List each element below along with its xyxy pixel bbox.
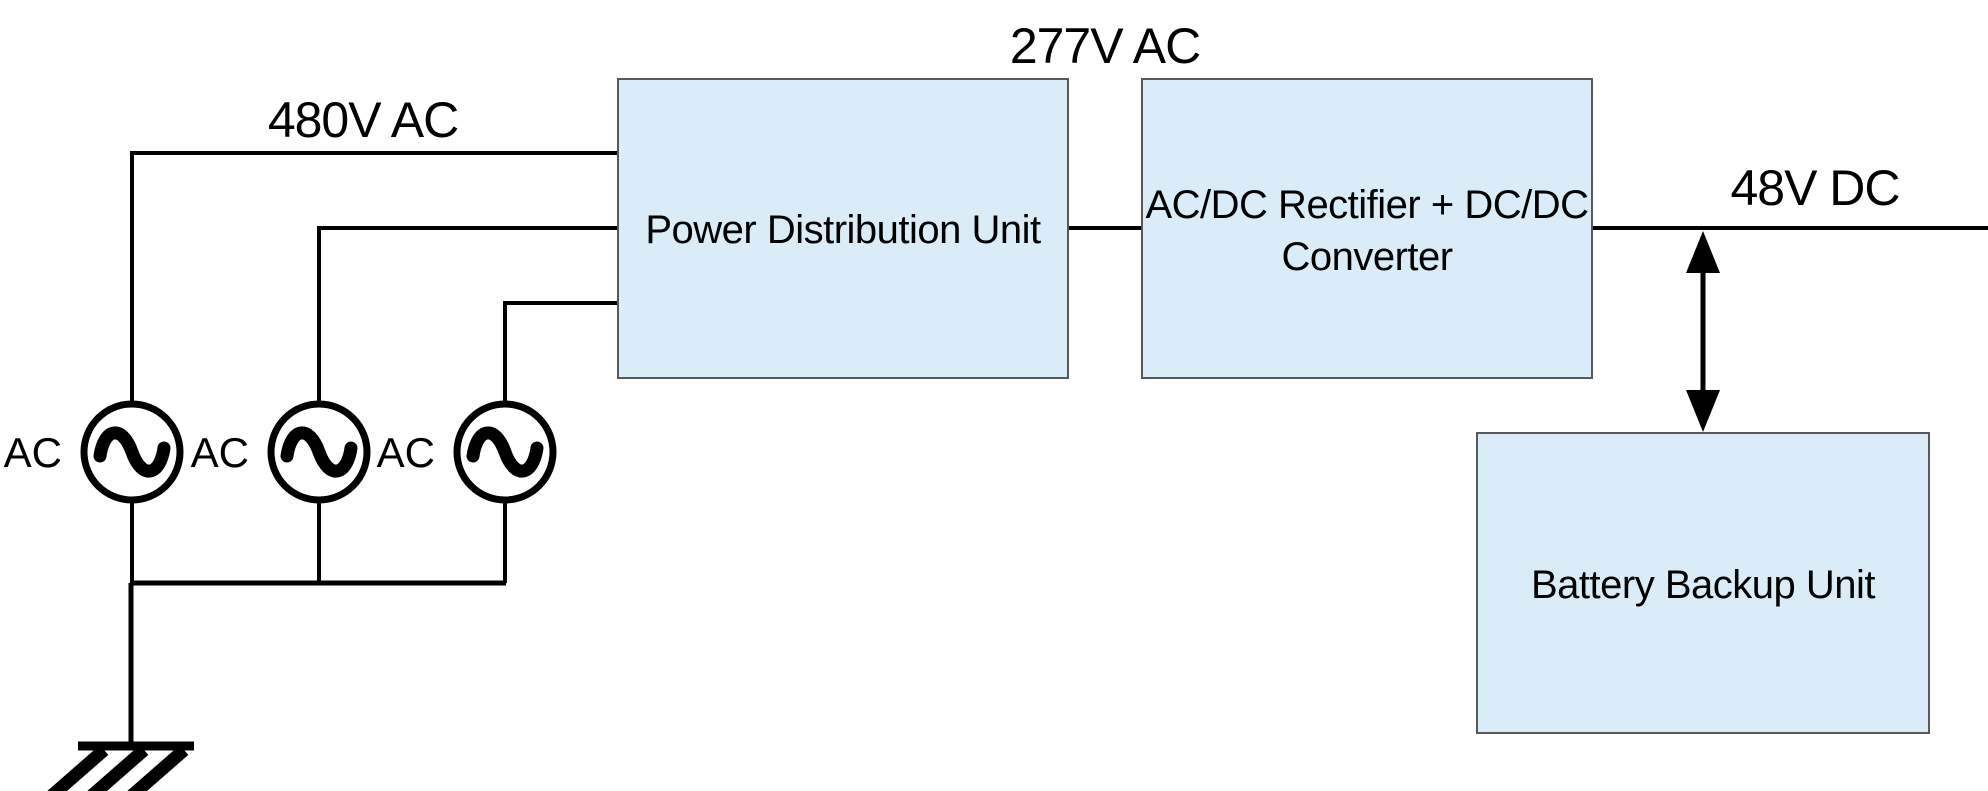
voltage-label-48v: 48V DC [1730, 160, 1899, 216]
wire-phase-b-480v [317, 226, 618, 404]
arrow-head-up [1686, 231, 1720, 273]
wires [128, 151, 1988, 747]
rectifier-box [1141, 78, 1593, 379]
bidirectional-arrow-icon [1686, 231, 1720, 432]
voltage-label-480v: 480V AC [268, 92, 458, 148]
ac-source-label: AC [4, 429, 62, 476]
ac-source-label: AC [377, 429, 435, 476]
battery-box [1476, 432, 1930, 734]
pdu-block: Power Distribution Unit [617, 78, 1069, 379]
voltage-label-277v: 277V AC [1010, 18, 1200, 74]
ground-stroke-3 [127, 745, 189, 791]
wire-phase-c-480v [503, 301, 618, 404]
rectifier-label-line2: Converter [1281, 235, 1452, 279]
ac-source-1: AC [4, 400, 184, 504]
arrow-head-down [1686, 390, 1720, 432]
sine-wave-icon [466, 426, 544, 478]
pdu-label: Power Distribution Unit [645, 208, 1041, 252]
sine-wave-icon [280, 426, 358, 478]
ground-stroke-1 [47, 745, 109, 791]
battery-label: Battery Backup Unit [1531, 563, 1875, 607]
ac-source-2: AC [191, 400, 371, 504]
sine-wave-icon [93, 426, 171, 478]
wire-phase-a-480v [130, 151, 618, 404]
rectifier-block: AC/DC Rectifier + DC/DC Converter [1141, 78, 1593, 379]
ac-source-3: AC [377, 400, 557, 504]
ground-stroke-2 [87, 745, 149, 791]
ground-icon [47, 741, 194, 791]
ac-source-label: AC [191, 429, 249, 476]
pdu-box [617, 78, 1069, 379]
battery-block: Battery Backup Unit [1476, 432, 1930, 734]
rectifier-label-line1: AC/DC Rectifier + DC/DC [1145, 183, 1588, 227]
